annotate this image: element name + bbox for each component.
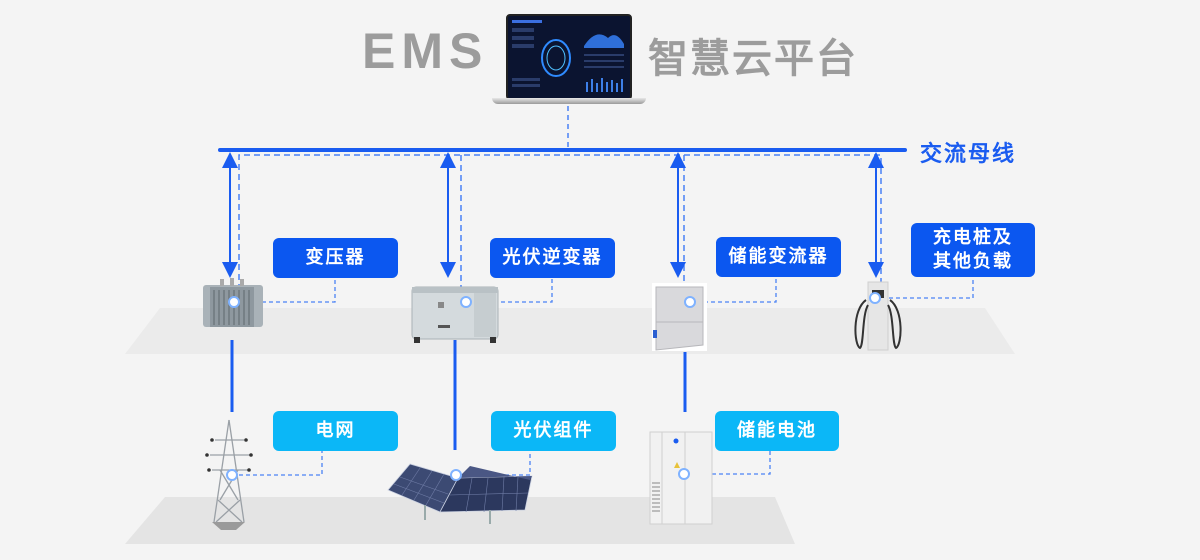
- node-grid: [226, 469, 238, 481]
- laptop-dashboard-icon: [506, 14, 632, 100]
- label-charger: 充电桩及 其他负载: [911, 223, 1035, 277]
- pcs-icon: [652, 283, 707, 351]
- lower-platform: [125, 497, 795, 544]
- power-tower-icon: [205, 419, 253, 530]
- label-pcs: 储能变流器: [716, 237, 841, 277]
- dashboard-preview: [508, 16, 630, 98]
- node-transformer: [228, 296, 240, 308]
- connection-nodes: [226, 292, 881, 481]
- node-battery: [678, 468, 690, 480]
- label-pv-modules: 光伏组件: [491, 411, 616, 451]
- callout-grid: [232, 450, 323, 476]
- node-inverter: [460, 296, 472, 308]
- label-transformer: 变压器: [273, 238, 398, 278]
- brand-title: EMS: [362, 23, 489, 79]
- label-pv-inverter: 光伏逆变器: [490, 238, 615, 278]
- ac-bus-label: 交流母线: [920, 142, 1017, 167]
- label-battery: 储能电池: [715, 411, 839, 451]
- callout-charger: [875, 277, 974, 299]
- platform-title: 智慧云平台: [648, 36, 858, 82]
- node-pv: [450, 469, 462, 481]
- callout-transformer: [234, 278, 336, 303]
- callout-pcs: [690, 278, 777, 303]
- label-grid: 电网: [273, 411, 398, 451]
- callout-battery: [684, 450, 771, 475]
- node-charger: [869, 292, 881, 304]
- node-pcs: [684, 296, 696, 308]
- pv-inverter-icon: [411, 286, 499, 343]
- label-charger-line2: 其他负载: [933, 251, 1013, 272]
- label-charger-line1: 充电桩及: [933, 227, 1013, 248]
- solar-panel-icon: [387, 463, 533, 524]
- upper-platform: [125, 308, 1015, 354]
- laptop-base: [492, 98, 646, 104]
